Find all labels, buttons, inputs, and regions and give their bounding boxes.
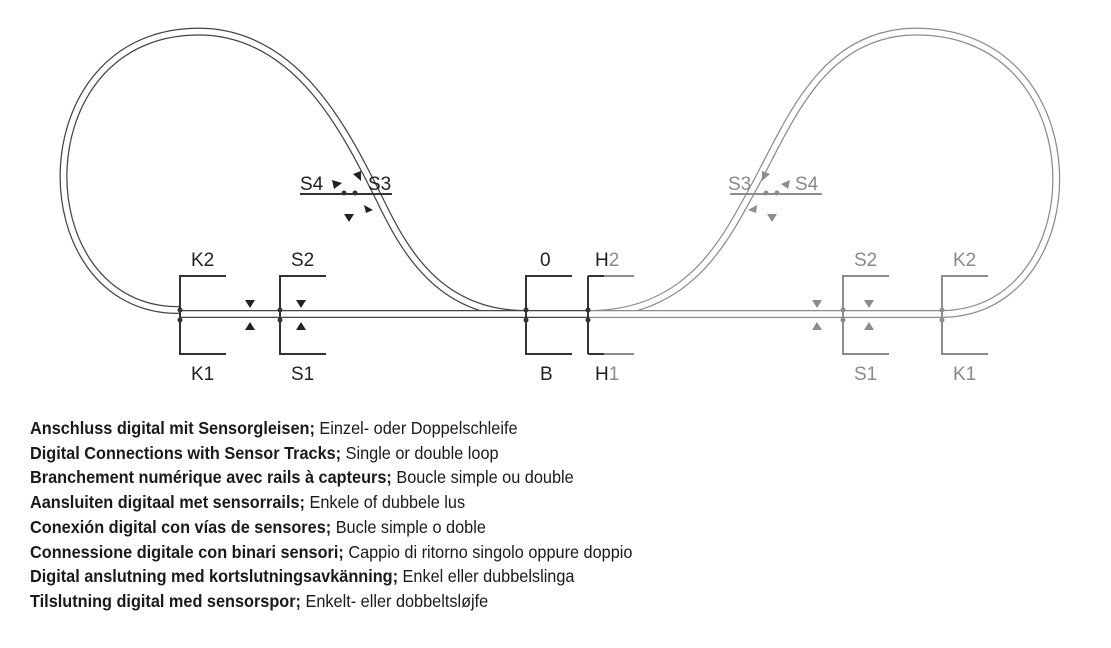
caption-line: Anschluss digital mit Sensorgleisen; Ein… [30, 416, 632, 441]
caption-text: Enkel eller dubbelslinga [398, 566, 575, 587]
label-s4-left: S4 [300, 174, 324, 195]
track-left-loop [59, 27, 527, 318]
connector-s-right [840, 275, 889, 355]
label-k1-left: K1 [191, 364, 214, 385]
label-s3-left: S3 [368, 174, 391, 195]
connector-k-left [177, 275, 226, 355]
label-h2-letter: H [595, 250, 609, 271]
caption-bold: Anschluss digital mit Sensorgleisen; [30, 418, 315, 438]
caption-line: Conexión digital con vías de sensores; B… [30, 515, 632, 540]
label-center-bottom: B [540, 364, 553, 385]
caption-line: Tilslutning digital med sensorspor; Enke… [30, 589, 632, 614]
label-s3-right: S3 [728, 174, 751, 195]
connector-k-right [939, 275, 988, 355]
sensor-arrows-s-right [864, 300, 874, 330]
track-right-loop [587, 27, 1061, 318]
label-s1-right: S1 [854, 364, 877, 385]
label-s2-left: S2 [291, 250, 314, 271]
isolation-arrows-right [812, 300, 822, 330]
caption-text: Bucle simple o doble [331, 516, 486, 537]
caption-bold: Conexión digital con vías de sensores; [30, 516, 332, 537]
label-h1-letter: H [595, 364, 609, 385]
label-k1-right: K1 [953, 364, 976, 385]
caption-text: Cappio di ritorno singolo oppure doppio [343, 541, 633, 562]
caption-bold: Digital Connections with Sensor Tracks; [30, 442, 342, 463]
label-k2-left: K2 [191, 250, 214, 271]
sensor-arrows-s-left [296, 300, 306, 330]
crossing-sensor-left [300, 171, 392, 222]
track-loop-diagram: K2 K1 S2 S1 S4 S3 0 B [59, 27, 1061, 385]
connector-s-left [277, 275, 326, 355]
caption-line: Connessione digitale con binari sensori;… [30, 540, 632, 565]
label-s1-left: S1 [291, 364, 314, 385]
caption-text: Enkelt- eller dobbeltsløjfe [300, 590, 489, 611]
caption-line: Aansluiten digitaal met sensorrails; Enk… [30, 490, 632, 515]
caption-text: Boucle simple ou double [391, 467, 574, 488]
caption-list: Anschluss digital mit Sensorgleisen; Ein… [30, 416, 678, 614]
caption-bold: Digital anslutning med kortslutningsavkä… [30, 566, 399, 587]
caption-bold: Branchement numérique avec rails à capte… [30, 467, 392, 488]
label-s4-right: S4 [795, 174, 819, 195]
label-h1: H1 [595, 364, 619, 385]
caption-text: Einzel- oder Doppelschleife [314, 418, 518, 438]
label-k2-right: K2 [953, 250, 976, 271]
caption-text: Single or double loop [341, 442, 499, 463]
caption-text: Enkele of dubbele lus [304, 492, 466, 513]
caption-bold: Aansluiten digitaal met sensorrails; [30, 492, 305, 513]
caption-line: Digital anslutning med kortslutningsavkä… [30, 564, 632, 589]
label-h2-number: 2 [609, 250, 620, 271]
label-h1-number: 1 [609, 364, 620, 385]
connector-h [585, 275, 634, 355]
caption-line: Branchement numérique avec rails à capte… [30, 465, 632, 490]
caption-line: Digital Connections with Sensor Tracks; … [30, 441, 632, 466]
isolation-arrows-left [245, 300, 255, 330]
label-center-top: 0 [540, 250, 551, 271]
caption-bold: Connessione digitale con binari sensori; [30, 541, 344, 562]
caption-bold: Tilslutning digital med sensorspor; [30, 590, 301, 611]
crossing-sensor-right [730, 171, 822, 222]
label-h2: H2 [595, 250, 619, 271]
connector-center [523, 275, 572, 355]
label-s2-right: S2 [854, 250, 877, 271]
